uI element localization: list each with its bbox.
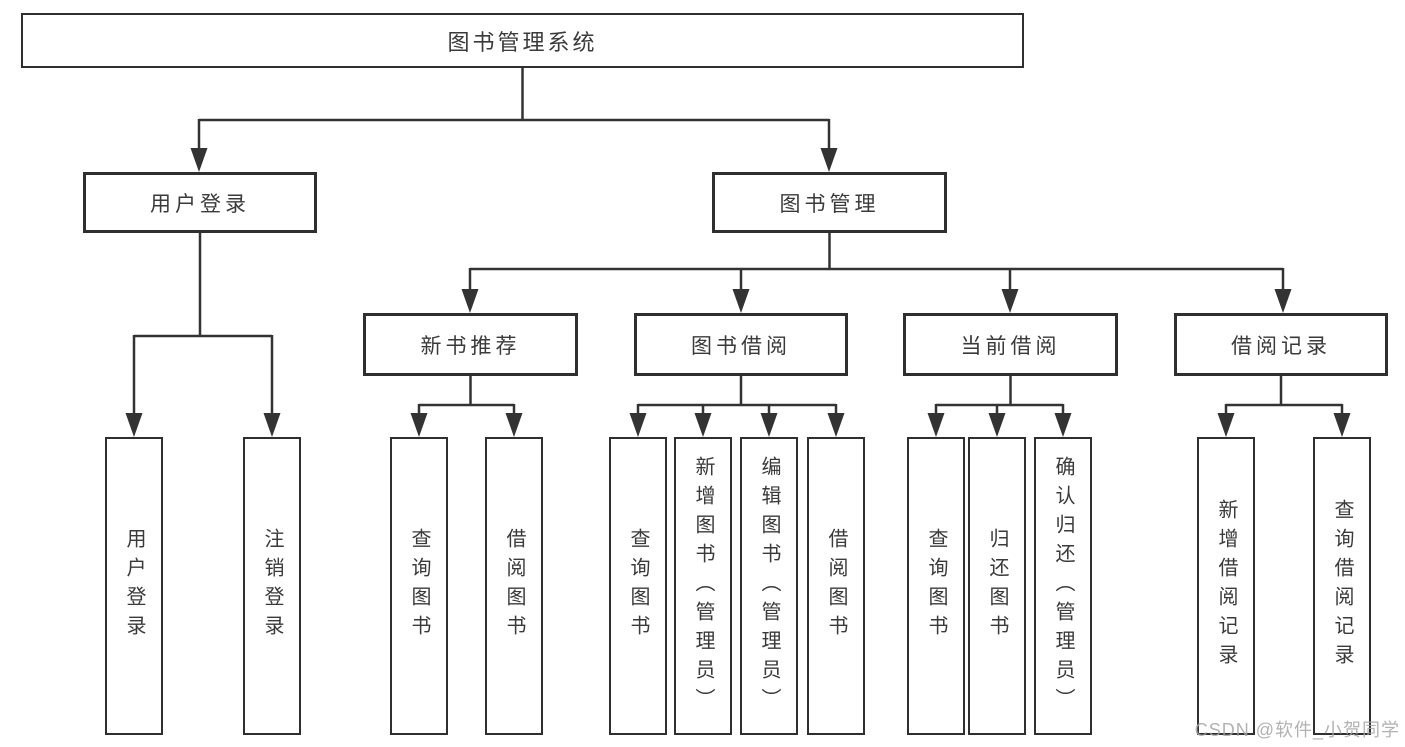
leaf-add-books-admin: 新增图书（管理员） (674, 437, 732, 735)
node-book-management-branch: 图书管理 (712, 172, 947, 233)
node-book-borrowing: 图书借阅 (634, 313, 848, 376)
arrow-down-icon (827, 413, 845, 437)
node-user-login-branch: 用户登录 (83, 172, 317, 233)
leaf-edit-books-admin: 编辑图书（管理员） (740, 437, 798, 735)
leaf-logout: 注销登录 (243, 437, 301, 735)
leaf-borrow-books: 借阅图书 (807, 437, 865, 735)
arrow-down-icon (1274, 289, 1292, 313)
arrow-down-icon (988, 413, 1006, 437)
leaf-query-books-recommend: 查询图书 (390, 437, 448, 735)
arrow-down-icon (732, 289, 750, 313)
arrow-down-icon (190, 148, 208, 172)
arrow-down-icon (1054, 413, 1072, 437)
arrow-down-icon (629, 413, 647, 437)
arrow-down-icon (760, 413, 778, 437)
arrowheads (125, 148, 1351, 437)
leaf-confirm-return-admin: 确认归还（管理员） (1034, 437, 1092, 735)
arrow-down-icon (263, 413, 281, 437)
leaf-query-borrow-record: 查询借阅记录 (1313, 437, 1371, 735)
node-borrowing-records: 借阅记录 (1174, 313, 1388, 376)
tree-connector-paths (132, 66, 1344, 418)
leaf-borrow-books-recommend: 借阅图书 (485, 437, 543, 735)
arrow-down-icon (461, 289, 479, 313)
leaf-query-books-borrowing: 查询图书 (609, 437, 667, 735)
leaf-add-borrow-record: 新增借阅记录 (1197, 437, 1255, 735)
arrow-down-icon (820, 148, 838, 172)
node-library-management-system: 图书管理系统 (21, 13, 1024, 68)
arrow-down-icon (694, 413, 712, 437)
arrow-down-icon (1001, 289, 1019, 313)
leaf-user-login: 用户登录 (105, 437, 163, 735)
leaf-return-books: 归还图书 (968, 437, 1026, 735)
arrow-down-icon (1217, 413, 1235, 437)
arrow-down-icon (410, 413, 428, 437)
arrow-down-icon (1333, 413, 1351, 437)
csdn-watermark: CSDN @软件_小贺同学 (1194, 720, 1400, 740)
node-current-borrowing: 当前借阅 (903, 313, 1118, 376)
arrow-down-icon (505, 413, 523, 437)
arrow-down-icon (125, 413, 143, 437)
arrow-down-icon (927, 413, 945, 437)
node-new-book-recommendation: 新书推荐 (363, 313, 578, 376)
leaf-query-books-current: 查询图书 (907, 437, 965, 735)
